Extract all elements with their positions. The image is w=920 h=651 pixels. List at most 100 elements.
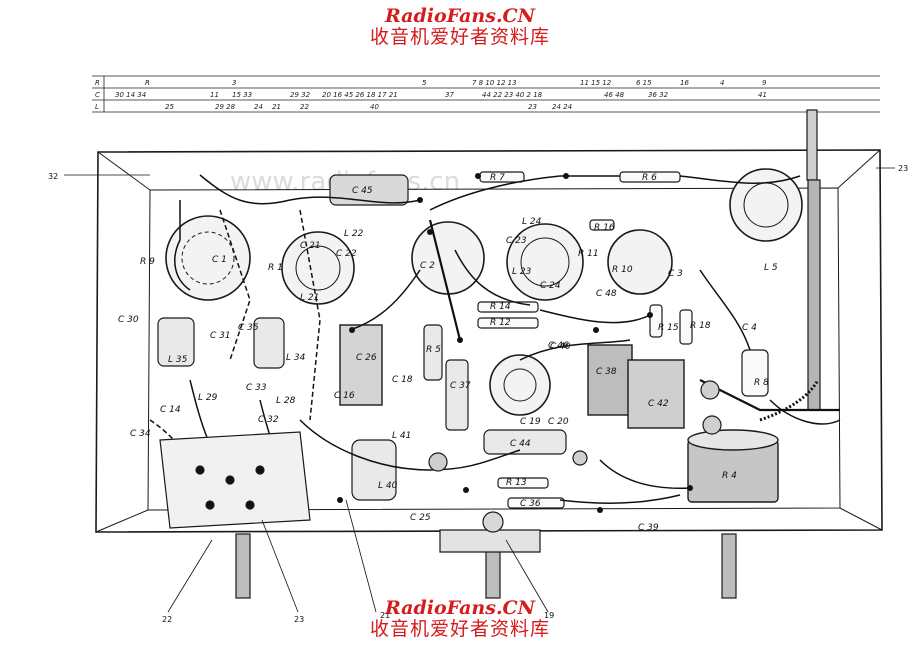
callout-32: 32 xyxy=(48,172,58,181)
label-c44: C 44 xyxy=(510,439,531,449)
terminal-board xyxy=(159,431,311,529)
label-c24: C 24 xyxy=(540,281,561,291)
callout-21: 21 xyxy=(380,611,390,620)
ruler-key-l: L xyxy=(95,103,99,111)
tubular-capacitors xyxy=(157,174,567,501)
ruler-c-5: 20 16 45 26 18 17 21 xyxy=(322,91,398,99)
label-r16: R 16 xyxy=(594,223,615,233)
right-shaft xyxy=(806,109,821,411)
leader-lines xyxy=(64,167,895,613)
ruler-r-5: 11 15 12 xyxy=(580,79,612,87)
ruler-c-9: 36 32 xyxy=(648,91,669,99)
ruler-r-8: 4 xyxy=(720,79,724,87)
label-c32: C 32 xyxy=(258,415,279,425)
label-c19: C 19 xyxy=(520,417,541,427)
label-l5: L 5 xyxy=(764,263,778,273)
watermark-bottom: RadioFans.CN 收音机爱好者资料库 xyxy=(0,598,920,640)
label-c33: C 33 xyxy=(246,383,267,393)
callout-19: 19 xyxy=(544,611,554,620)
ruler-l-6: 40 xyxy=(370,103,379,111)
ruler-l-2: 29 28 xyxy=(215,103,236,111)
watermark-top: RadioFans.CN 收音机爱好者资料库 xyxy=(0,6,920,48)
label-c21: C 21 xyxy=(300,241,321,251)
ruler-l-8: 24 24 xyxy=(552,103,572,111)
ruler-r-2: 3 xyxy=(232,79,236,87)
label-c35: C 35 xyxy=(238,323,259,333)
callout-23-bottom: 23 xyxy=(294,615,304,624)
label-r14: R 14 xyxy=(490,302,511,312)
chassis-outline xyxy=(95,149,883,533)
ruler-l-1: 25 xyxy=(165,103,174,111)
label-l28: L 28 xyxy=(276,396,296,406)
label-r4: R 4 xyxy=(722,471,737,481)
ruler-c-3: 15 33 xyxy=(232,91,252,99)
callout-23-right: 23 xyxy=(898,164,908,173)
ruler-c-2: 11 xyxy=(210,91,219,99)
label-c31: C 31 xyxy=(210,331,231,341)
ruler-c-8: 46 48 xyxy=(604,91,625,99)
ruler-c-6: 37 xyxy=(445,91,454,99)
label-c25: C 25 xyxy=(410,513,431,523)
ruler-r-6: 6 15 xyxy=(636,79,652,87)
wiring xyxy=(149,174,841,505)
label-c34: C 34 xyxy=(130,429,151,439)
ruler-l-7: 23 xyxy=(528,103,537,111)
label-r8: R 8 xyxy=(754,378,769,388)
label-l40: L 40 xyxy=(378,481,398,491)
watermark-site-bottom: RadioFans.CN xyxy=(384,597,536,619)
label-l24: L 24 xyxy=(522,217,542,227)
label-c3: C 3 xyxy=(668,269,683,279)
reference-ruler xyxy=(92,75,880,113)
label-c40: C 40 xyxy=(550,342,571,352)
label-c38: C 38 xyxy=(596,367,617,377)
ruler-c-7: 44 22 23 40 2 18 xyxy=(482,91,543,99)
ruler-r-9: 9 xyxy=(762,79,767,87)
label-l34: L 34 xyxy=(286,353,306,363)
tube-inner-rings xyxy=(181,182,789,402)
label-c46: C 46 xyxy=(548,341,569,351)
label-c16: C 16 xyxy=(334,391,355,401)
watermark-cn-bottom: 收音机爱好者资料库 xyxy=(369,617,550,640)
label-c45: C 45 xyxy=(352,186,373,196)
resistors xyxy=(477,171,769,509)
label-r9: R 9 xyxy=(140,257,155,267)
label-l22: L 22 xyxy=(344,229,364,239)
ruler-c-4: 29 32 xyxy=(290,91,311,99)
ruler-l-3: 24 xyxy=(254,103,263,111)
label-r12: R 12 xyxy=(490,318,511,328)
label-l23: L 23 xyxy=(512,267,532,277)
label-r5: R 5 xyxy=(426,345,441,355)
label-l21: L 21 xyxy=(300,293,319,303)
label-c1: C 1 xyxy=(212,255,227,265)
label-c37: C 37 xyxy=(450,381,471,391)
tube-sockets xyxy=(165,168,803,416)
label-r18: R 18 xyxy=(690,321,711,331)
label-r1: R 1 xyxy=(268,263,283,273)
ruler-key-r: R xyxy=(95,79,100,87)
label-r13: R 13 xyxy=(506,478,527,488)
label-c30: C 30 xyxy=(118,315,139,325)
label-l41: L 41 xyxy=(392,431,411,441)
ruler-c-10: 41 xyxy=(758,91,767,99)
label-c14: C 14 xyxy=(160,405,181,415)
label-c4: C 4 xyxy=(742,323,757,333)
label-r15: R 15 xyxy=(658,323,679,333)
watermark-site: RadioFans.CN xyxy=(384,5,536,27)
ruler-c-1: 30 14 34 xyxy=(115,91,146,99)
electrolytic-capacitors xyxy=(339,324,779,503)
bottom-shafts xyxy=(235,529,737,599)
label-c23: C 23 xyxy=(506,236,527,246)
label-c22: C 22 xyxy=(336,249,357,259)
label-c18: C 18 xyxy=(392,375,413,385)
label-c2: C 2 xyxy=(420,261,435,271)
ruler-key-c: C xyxy=(95,91,100,99)
ruler-l-5: 22 xyxy=(300,103,309,111)
harness xyxy=(759,379,820,422)
label-r7: R 7 xyxy=(490,173,505,183)
callout-22: 22 xyxy=(162,615,172,624)
label-r10: R 10 xyxy=(612,265,633,275)
watermark-cn: 收音机爱好者资料库 xyxy=(369,25,550,48)
label-r6: R 6 xyxy=(642,173,657,183)
solder-points xyxy=(337,173,693,513)
